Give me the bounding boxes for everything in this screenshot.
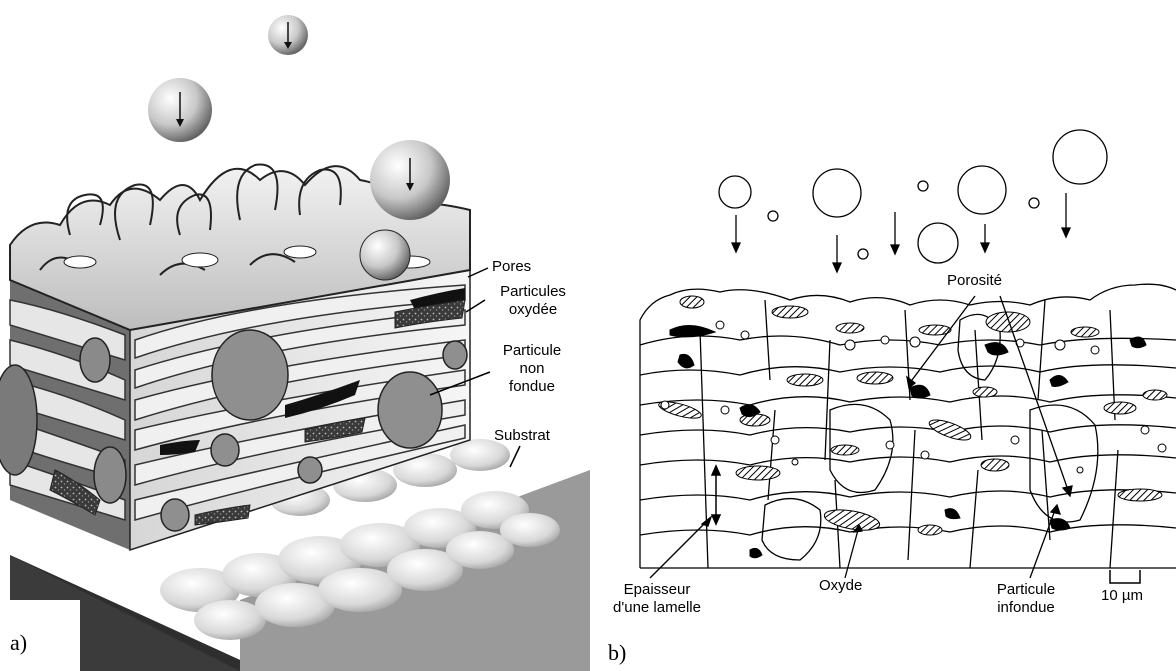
panel-a-coating-illustration: Pores Particules oxydée Particule non fo… — [0, 0, 590, 671]
unmelted-particle-large — [212, 330, 288, 420]
panel-a-letter: a) — [10, 630, 27, 656]
label-particules-oxydee: Particules oxydée — [488, 283, 578, 319]
falling-particles — [719, 130, 1107, 263]
panel-b-letter: b) — [608, 640, 626, 666]
oxide-inclusions — [657, 296, 1167, 535]
coating-3d-illustration — [0, 0, 590, 671]
panel-b-coating-cross-section: Porosité Epaisseur d'une lamelle Oxyde P… — [590, 0, 1176, 671]
label-oxyde: Oxyde — [819, 577, 862, 595]
label-epaisseur-lamelle: Epaisseur d'une lamelle — [602, 581, 712, 617]
impacting-droplet — [360, 230, 410, 280]
label-particule-non-fondue: Particule non fondue — [492, 342, 572, 396]
label-porosite: Porosité — [947, 272, 1002, 290]
label-particule-infondue: Particule infondue — [986, 581, 1066, 617]
scale-bar — [1110, 570, 1140, 583]
label-scale-10um: 10 µm — [1101, 587, 1143, 605]
unmelted-particle — [378, 372, 442, 448]
label-substrat: Substrat — [494, 427, 550, 445]
panel-b-leader-lines — [650, 296, 1072, 578]
label-pores: Pores — [492, 258, 531, 276]
falling-arrows — [732, 193, 1070, 272]
cross-section-schematic — [590, 0, 1176, 671]
